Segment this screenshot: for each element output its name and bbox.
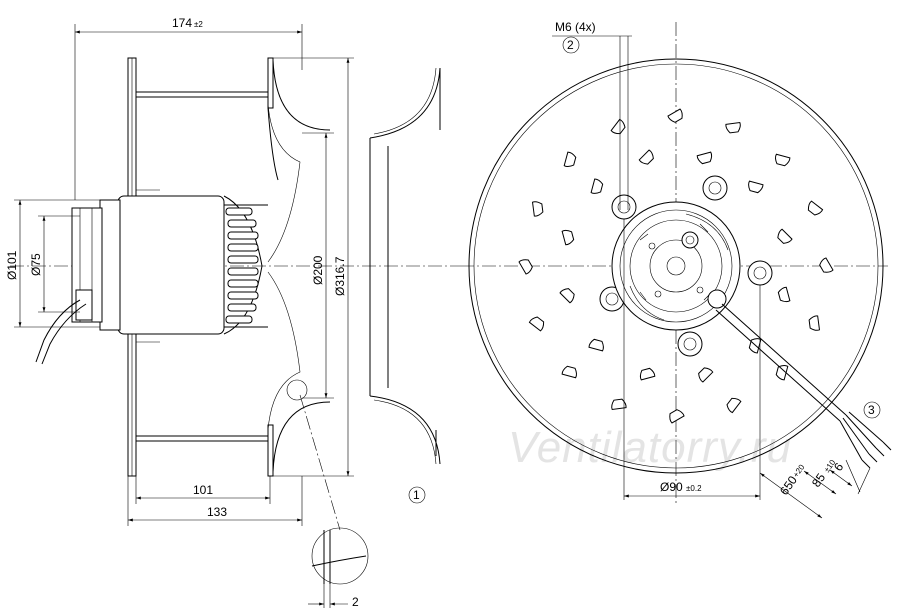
cable-gland-front	[707, 289, 727, 309]
callout-1-circle	[408, 486, 426, 504]
blade-mark	[590, 178, 604, 194]
front-view: M6 (4x) 2 3 Ø90 ±0.2 650 +20 85 ±10 6	[460, 20, 892, 519]
blade-mark	[777, 228, 793, 244]
blade-mark	[748, 180, 764, 194]
blade-mark	[588, 338, 604, 352]
motor-face	[611, 201, 741, 331]
blade-mark	[561, 365, 577, 379]
blade-mark	[667, 108, 683, 123]
dim-overall-width: 174	[172, 16, 192, 30]
dim-inlet-diameter: Ø200	[311, 255, 325, 285]
blade-mark	[528, 316, 545, 332]
side-view: 174 ±2 Ø101 Ø75 Ø200 Ø316.7 101 133	[5, 16, 460, 609]
blade-mark	[563, 151, 577, 167]
blade-mark	[531, 201, 544, 217]
impeller-blades	[518, 108, 834, 424]
blade-mark	[725, 121, 741, 134]
blade-mark	[698, 367, 714, 383]
blade-mark	[639, 367, 656, 381]
blade-mark	[610, 118, 626, 135]
dim-cable-length-tol: +20	[791, 462, 806, 479]
blade-mark	[611, 398, 627, 411]
inlet-nozzle	[369, 67, 441, 465]
blade-mark	[819, 257, 834, 273]
cable-front	[721, 303, 847, 416]
watermark: Ventilatorry.ru	[508, 423, 792, 472]
shroud-lip-bottom	[267, 424, 274, 477]
cable	[35, 299, 81, 363]
blade-mark	[559, 288, 575, 304]
blade-mark	[807, 200, 824, 216]
blade-mark	[726, 397, 742, 414]
dim-depth-a: 101	[193, 483, 213, 497]
blade-mark	[561, 229, 575, 246]
blade-mark	[669, 409, 685, 424]
blade-mark	[808, 315, 821, 331]
blade-mark	[775, 153, 791, 167]
blade-mark	[696, 151, 713, 165]
screw-label: M6 (4x)	[555, 20, 596, 34]
impeller-outer-ring	[468, 58, 884, 474]
shroud-lip-top	[267, 57, 274, 109]
dim-flange-diameter: Ø75	[29, 253, 43, 276]
blade-mark	[638, 149, 654, 165]
dim-strip-length: 85	[809, 470, 828, 489]
dim-wire-end: 6	[831, 460, 846, 474]
blade-mark	[777, 286, 791, 303]
dim-impeller-diameter: Ø316.7	[333, 256, 347, 296]
callout-2: 2	[567, 38, 574, 52]
dim-motor-diameter: Ø101	[5, 250, 19, 280]
dim-depth-b: 133	[207, 505, 227, 519]
dim-detail-gap: 2	[352, 595, 359, 609]
blade-mark	[775, 365, 789, 381]
motor-housing	[117, 195, 225, 335]
callout-3: 3	[868, 403, 875, 417]
cooling-fins	[225, 207, 259, 324]
dim-bolt-circle: Ø90	[660, 480, 683, 494]
hub-lugs	[599, 175, 773, 357]
dim-overall-width-tol: ±2	[194, 20, 203, 29]
detail-view: 2	[308, 527, 369, 609]
dim-bolt-circle-tol: ±0.2	[686, 484, 702, 493]
blade-mark	[518, 259, 533, 275]
callout-1: 1	[413, 488, 420, 502]
motor-flange	[99, 199, 121, 331]
